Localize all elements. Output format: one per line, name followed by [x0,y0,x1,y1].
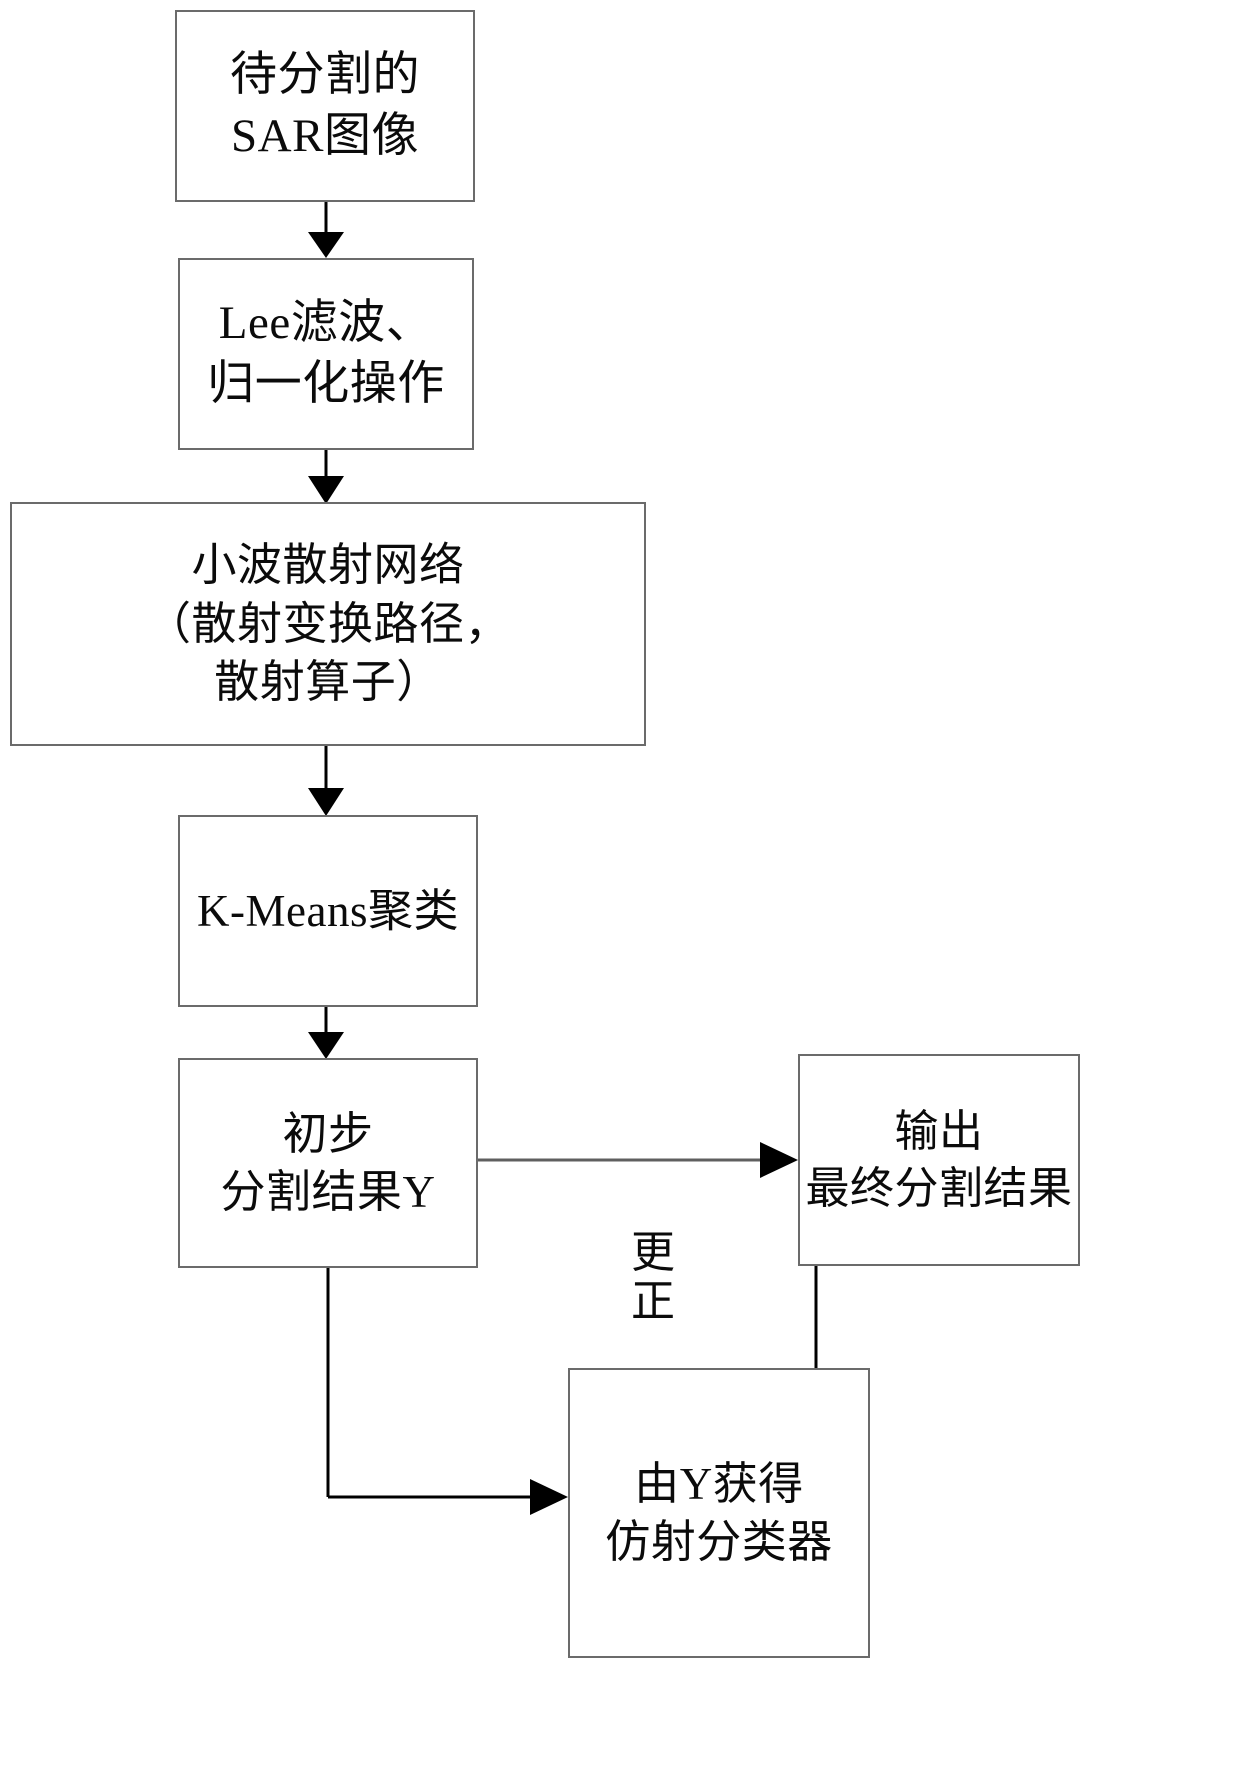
node-initial-label: 初步 分割结果Y [220,1108,436,1218]
edge-input-to-filter [308,202,344,258]
node-output-final-result[interactable]: 输出 最终分割结果 [798,1054,1080,1266]
node-scatter-label: 小波散射网络 （散射变换路径， 散射算子） [145,540,510,708]
edge-scatter-to-kmeans [308,746,344,816]
edge-kmeans-to-initial [308,1007,344,1059]
edge-filter-to-scatter [308,450,344,504]
node-initial-segmentation-result[interactable]: 初步 分割结果Y [178,1058,478,1268]
node-affine-classifier[interactable]: 由Y获得 仿射分类器 [568,1368,870,1658]
node-output-label: 输出 最终分割结果 [805,1106,1073,1213]
edge-initial-to-classifier [326,1268,568,1515]
node-lee-filter[interactable]: Lee滤波、 归一化操作 [178,258,474,450]
node-input-sar-image[interactable]: 待分割的 SAR图像 [175,10,475,202]
node-input-label: 待分割的 SAR图像 [230,48,420,162]
edge-initial-to-output [478,1142,798,1178]
node-filter-label: Lee滤波、 归一化操作 [207,296,445,410]
node-kmeans-clustering[interactable]: K-Means聚类 [178,815,478,1007]
node-wavelet-scattering-network[interactable]: 小波散射网络 （散射变换路径， 散射算子） [10,502,646,746]
node-kmeans-label: K-Means聚类 [197,885,459,936]
edge-label-correct: 更 正 [631,1228,675,1327]
node-classifier-label: 由Y获得 仿射分类器 [605,1458,833,1568]
